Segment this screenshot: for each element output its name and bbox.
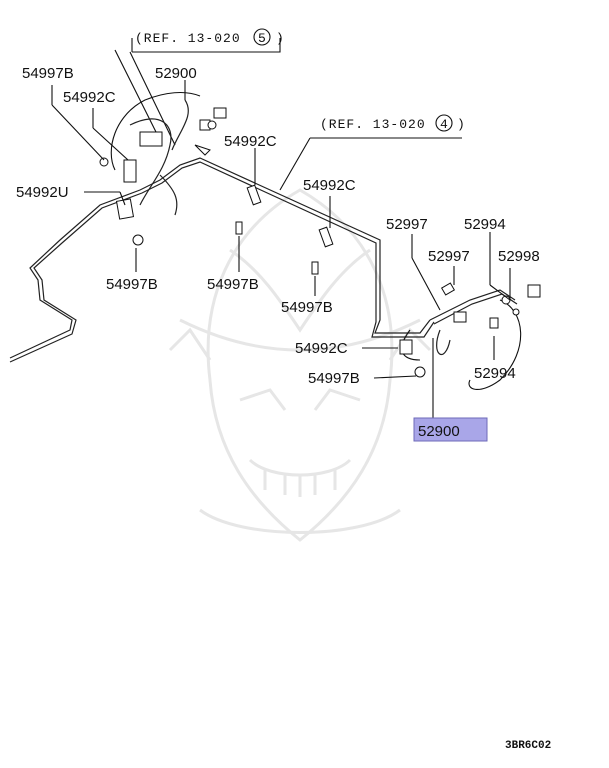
svg-text:5: 5: [258, 31, 267, 46]
pipe-clips: [235, 184, 334, 275]
brake-pipe-main: [9, 157, 435, 363]
part-label: 52900: [155, 65, 197, 82]
part-label: 52998: [498, 248, 540, 265]
part-label: 54997B: [22, 65, 74, 82]
part-label: 54992C: [303, 177, 356, 194]
right-hose-assembly: [399, 282, 541, 390]
highlighted-part-label: 52900: [418, 423, 460, 440]
left-hose-assembly: [99, 91, 227, 246]
leader-lines: [51, 80, 511, 418]
svg-text:4: 4: [440, 117, 449, 132]
part-label: 52994: [464, 216, 506, 233]
diagram-code: 3BR6C02: [505, 740, 551, 752]
part-label: 52997: [428, 248, 470, 265]
part-label: 54997B: [281, 299, 333, 316]
watermark-logo: [168, 188, 432, 542]
svg-text:(REF. 13-020: (REF. 13-020: [135, 31, 241, 46]
part-label: 54992C: [295, 340, 348, 357]
highlighted-part-callout[interactable]: 52900: [413, 417, 488, 442]
part-label: 54997B: [207, 276, 259, 293]
part-label: 52997: [386, 216, 428, 233]
part-label: 54992U: [16, 184, 69, 201]
reference-13-020-5: (REF. 13-020 5 ): [114, 28, 284, 146]
part-label: 54997B: [106, 276, 158, 293]
reference-13-020-4: (REF. 13-020 4 ): [279, 114, 466, 191]
svg-text:(REF. 13-020: (REF. 13-020: [320, 117, 426, 132]
part-label: 54992C: [224, 133, 277, 150]
part-label: 54997B: [308, 370, 360, 387]
part-labels: 54997B 52900 54992C 54992C 54992U 54992C…: [16, 65, 540, 387]
part-label: 52994: [474, 365, 516, 382]
svg-text:): ): [457, 117, 466, 132]
part-label: 54992C: [63, 89, 116, 106]
